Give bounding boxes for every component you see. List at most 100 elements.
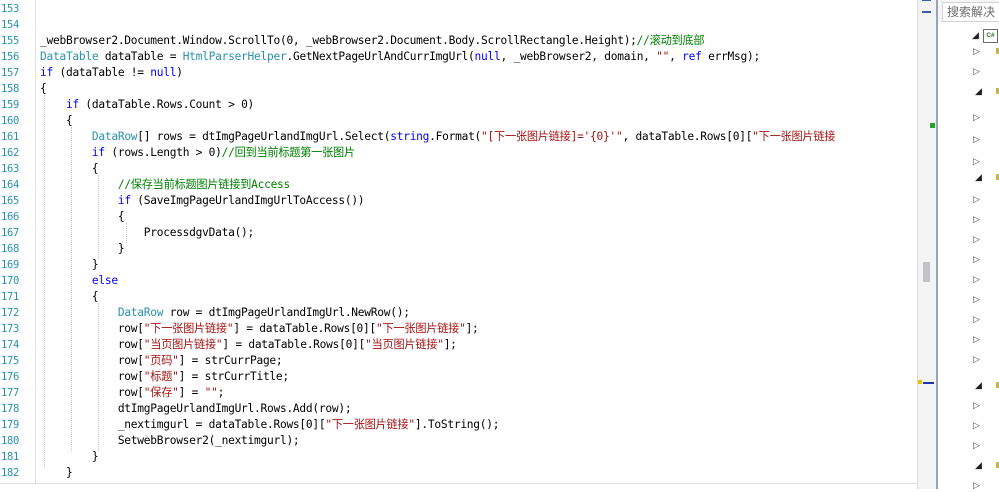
tree-node[interactable]: ▷: [938, 332, 999, 346]
code-token: ] = strCurrTitle;: [178, 370, 290, 383]
code-token: if: [117, 194, 131, 207]
collapsed-caret-icon[interactable]: ▷: [973, 214, 980, 224]
code-area[interactable]: _webBrowser2.Document.Window.ScrollTo(0,…: [36, 0, 917, 489]
tree-node[interactable]: ▷: [938, 478, 999, 492]
tree-node[interactable]: ▷: [938, 312, 999, 326]
line-number: 153: [1, 3, 20, 15]
code-token: //保存当前标题图片链接到Access: [117, 178, 291, 191]
collapsed-caret-icon[interactable]: ▷: [973, 274, 980, 284]
code-line[interactable]: row["下一张图片链接"] = dataTable.Rows[0]["下一张图…: [40, 321, 479, 337]
code-token: HtmlParserHelper: [182, 50, 287, 63]
code-line[interactable]: _nextimgurl = dataTable.Rows[0]["下一张图片链接…: [40, 417, 500, 433]
scrollbar-thumb[interactable]: [923, 262, 930, 282]
code-line[interactable]: }: [40, 449, 99, 465]
collapsed-caret-icon[interactable]: ▷: [973, 254, 980, 264]
collapsed-caret-icon[interactable]: ▷: [973, 440, 980, 450]
code-line[interactable]: if (SaveImgPageUrlandImgUrlToAccess()): [40, 193, 365, 209]
tree-node[interactable]: ▷: [938, 398, 999, 412]
expanded-caret-icon[interactable]: ◢: [972, 30, 979, 40]
collapsed-caret-icon[interactable]: ▷: [973, 134, 980, 144]
code-token: {: [40, 82, 47, 95]
tree-node[interactable]: ▷: [938, 132, 999, 146]
split-window-handle[interactable]: [922, 0, 931, 13]
code-line[interactable]: SetwebBrowser2(_nextimgurl);: [40, 433, 300, 449]
expanded-caret-icon[interactable]: ◢: [975, 460, 982, 470]
code-line[interactable]: {: [40, 289, 99, 305]
code-line[interactable]: if (rows.Length > 0)//回到当前标题第一张图片: [40, 145, 355, 161]
code-line[interactable]: ProcessdgvData();: [40, 225, 255, 241]
collapsed-caret-icon[interactable]: ▷: [973, 194, 980, 204]
code-token: if: [40, 66, 53, 79]
code-token: {: [40, 114, 73, 127]
expanded-caret-icon[interactable]: ◢: [975, 172, 982, 182]
tree-node[interactable]: ▷: [938, 252, 999, 266]
line-number: 172: [1, 307, 20, 319]
code-line[interactable]: {: [40, 161, 99, 177]
collapsed-caret-icon[interactable]: ▷: [973, 314, 980, 324]
code-line[interactable]: {: [40, 113, 73, 129]
tree-node[interactable]: ▷: [938, 272, 999, 286]
tree-node[interactable]: ▷: [938, 212, 999, 226]
collapsed-caret-icon[interactable]: ▷: [973, 112, 980, 122]
line-number: 164: [1, 179, 20, 191]
collapsed-caret-icon[interactable]: ▷: [973, 66, 980, 76]
vertical-scrollbar[interactable]: [917, 0, 936, 489]
indent-guide: [71, 127, 73, 451]
code-token: ,: [669, 50, 683, 63]
code-token: "页码": [143, 354, 179, 367]
tree-node[interactable]: ▷: [938, 192, 999, 206]
code-line[interactable]: dtImgPageUrlandImgUrl.Rows.Add(row);: [40, 401, 352, 417]
collapsed-caret-icon[interactable]: ▷: [973, 234, 980, 244]
csharp-file-icon[interactable]: C#: [983, 29, 998, 43]
collapsed-caret-icon[interactable]: ▷: [973, 354, 980, 364]
code-token: row[: [40, 370, 144, 383]
tree-node[interactable]: ▷: [938, 352, 999, 366]
code-line[interactable]: {: [40, 209, 125, 225]
tree-node[interactable]: ▷: [938, 154, 999, 168]
code-line[interactable]: }: [40, 465, 73, 481]
code-line[interactable]: if (dataTable != null): [40, 65, 183, 81]
code-token: DataTable: [40, 50, 99, 63]
tree-node[interactable]: ◢: [938, 170, 999, 184]
collapsed-caret-icon[interactable]: ▷: [973, 420, 980, 430]
tree-node[interactable]: ◢: [938, 378, 999, 392]
expanded-caret-icon[interactable]: ◢: [975, 86, 982, 96]
collapsed-caret-icon[interactable]: ▷: [973, 480, 980, 490]
code-line[interactable]: DataRow row = dtImgPageUrlandImgUrl.NewR…: [40, 305, 410, 321]
collapsed-caret-icon[interactable]: ▷: [973, 294, 980, 304]
code-token: row[: [40, 338, 144, 351]
code-line[interactable]: DataTable dataTable = HtmlParserHelper.G…: [40, 49, 760, 65]
code-line[interactable]: _webBrowser2.Document.Window.ScrollTo(0,…: [40, 33, 705, 49]
code-line[interactable]: }: [40, 257, 99, 273]
code-line[interactable]: else: [40, 273, 118, 289]
collapsed-caret-icon[interactable]: ▷: [973, 400, 980, 410]
code-token: _webBrowser2.Document.Window.ScrollTo(0,…: [40, 34, 637, 47]
code-line[interactable]: row["保存"] = "";: [40, 385, 224, 401]
collapsed-caret-icon[interactable]: ▷: [973, 46, 980, 56]
collapsed-caret-icon[interactable]: ▷: [973, 334, 980, 344]
code-line[interactable]: }: [40, 241, 125, 257]
code-line[interactable]: {: [40, 81, 47, 97]
code-token: }: [40, 242, 125, 255]
collapsed-caret-icon[interactable]: ▷: [973, 156, 980, 166]
tree-node[interactable]: ◢: [938, 458, 999, 472]
tree-node[interactable]: ▷: [938, 64, 999, 78]
code-line[interactable]: row["当页图片链接"] = dataTable.Rows[0]["当页图片链…: [40, 337, 457, 353]
code-token: "": [656, 50, 670, 63]
tree-node[interactable]: ▷: [938, 292, 999, 306]
code-line[interactable]: DataRow[] rows = dtImgPageUrlandImgUrl.S…: [40, 129, 836, 145]
tree-node[interactable]: ▷: [938, 44, 999, 58]
expanded-caret-icon[interactable]: ◢: [975, 380, 982, 390]
code-line[interactable]: row["页码"] = strCurrPage;: [40, 353, 283, 369]
tree-node[interactable]: ◢: [938, 84, 999, 98]
code-line[interactable]: //保存当前标题图片链接到Access: [40, 177, 290, 193]
tree-node[interactable]: ▷: [938, 438, 999, 452]
code-line[interactable]: row["标题"] = strCurrTitle;: [40, 369, 289, 385]
tree-node[interactable]: ▷: [938, 110, 999, 124]
editor-bottom-edge: [0, 483, 917, 489]
solution-search-input[interactable]: 搜索解决: [942, 2, 999, 22]
tree-node[interactable]: ▷: [938, 418, 999, 432]
code-line[interactable]: if (dataTable.Rows.Count > 0): [40, 97, 254, 113]
tree-node[interactable]: ▷: [938, 232, 999, 246]
